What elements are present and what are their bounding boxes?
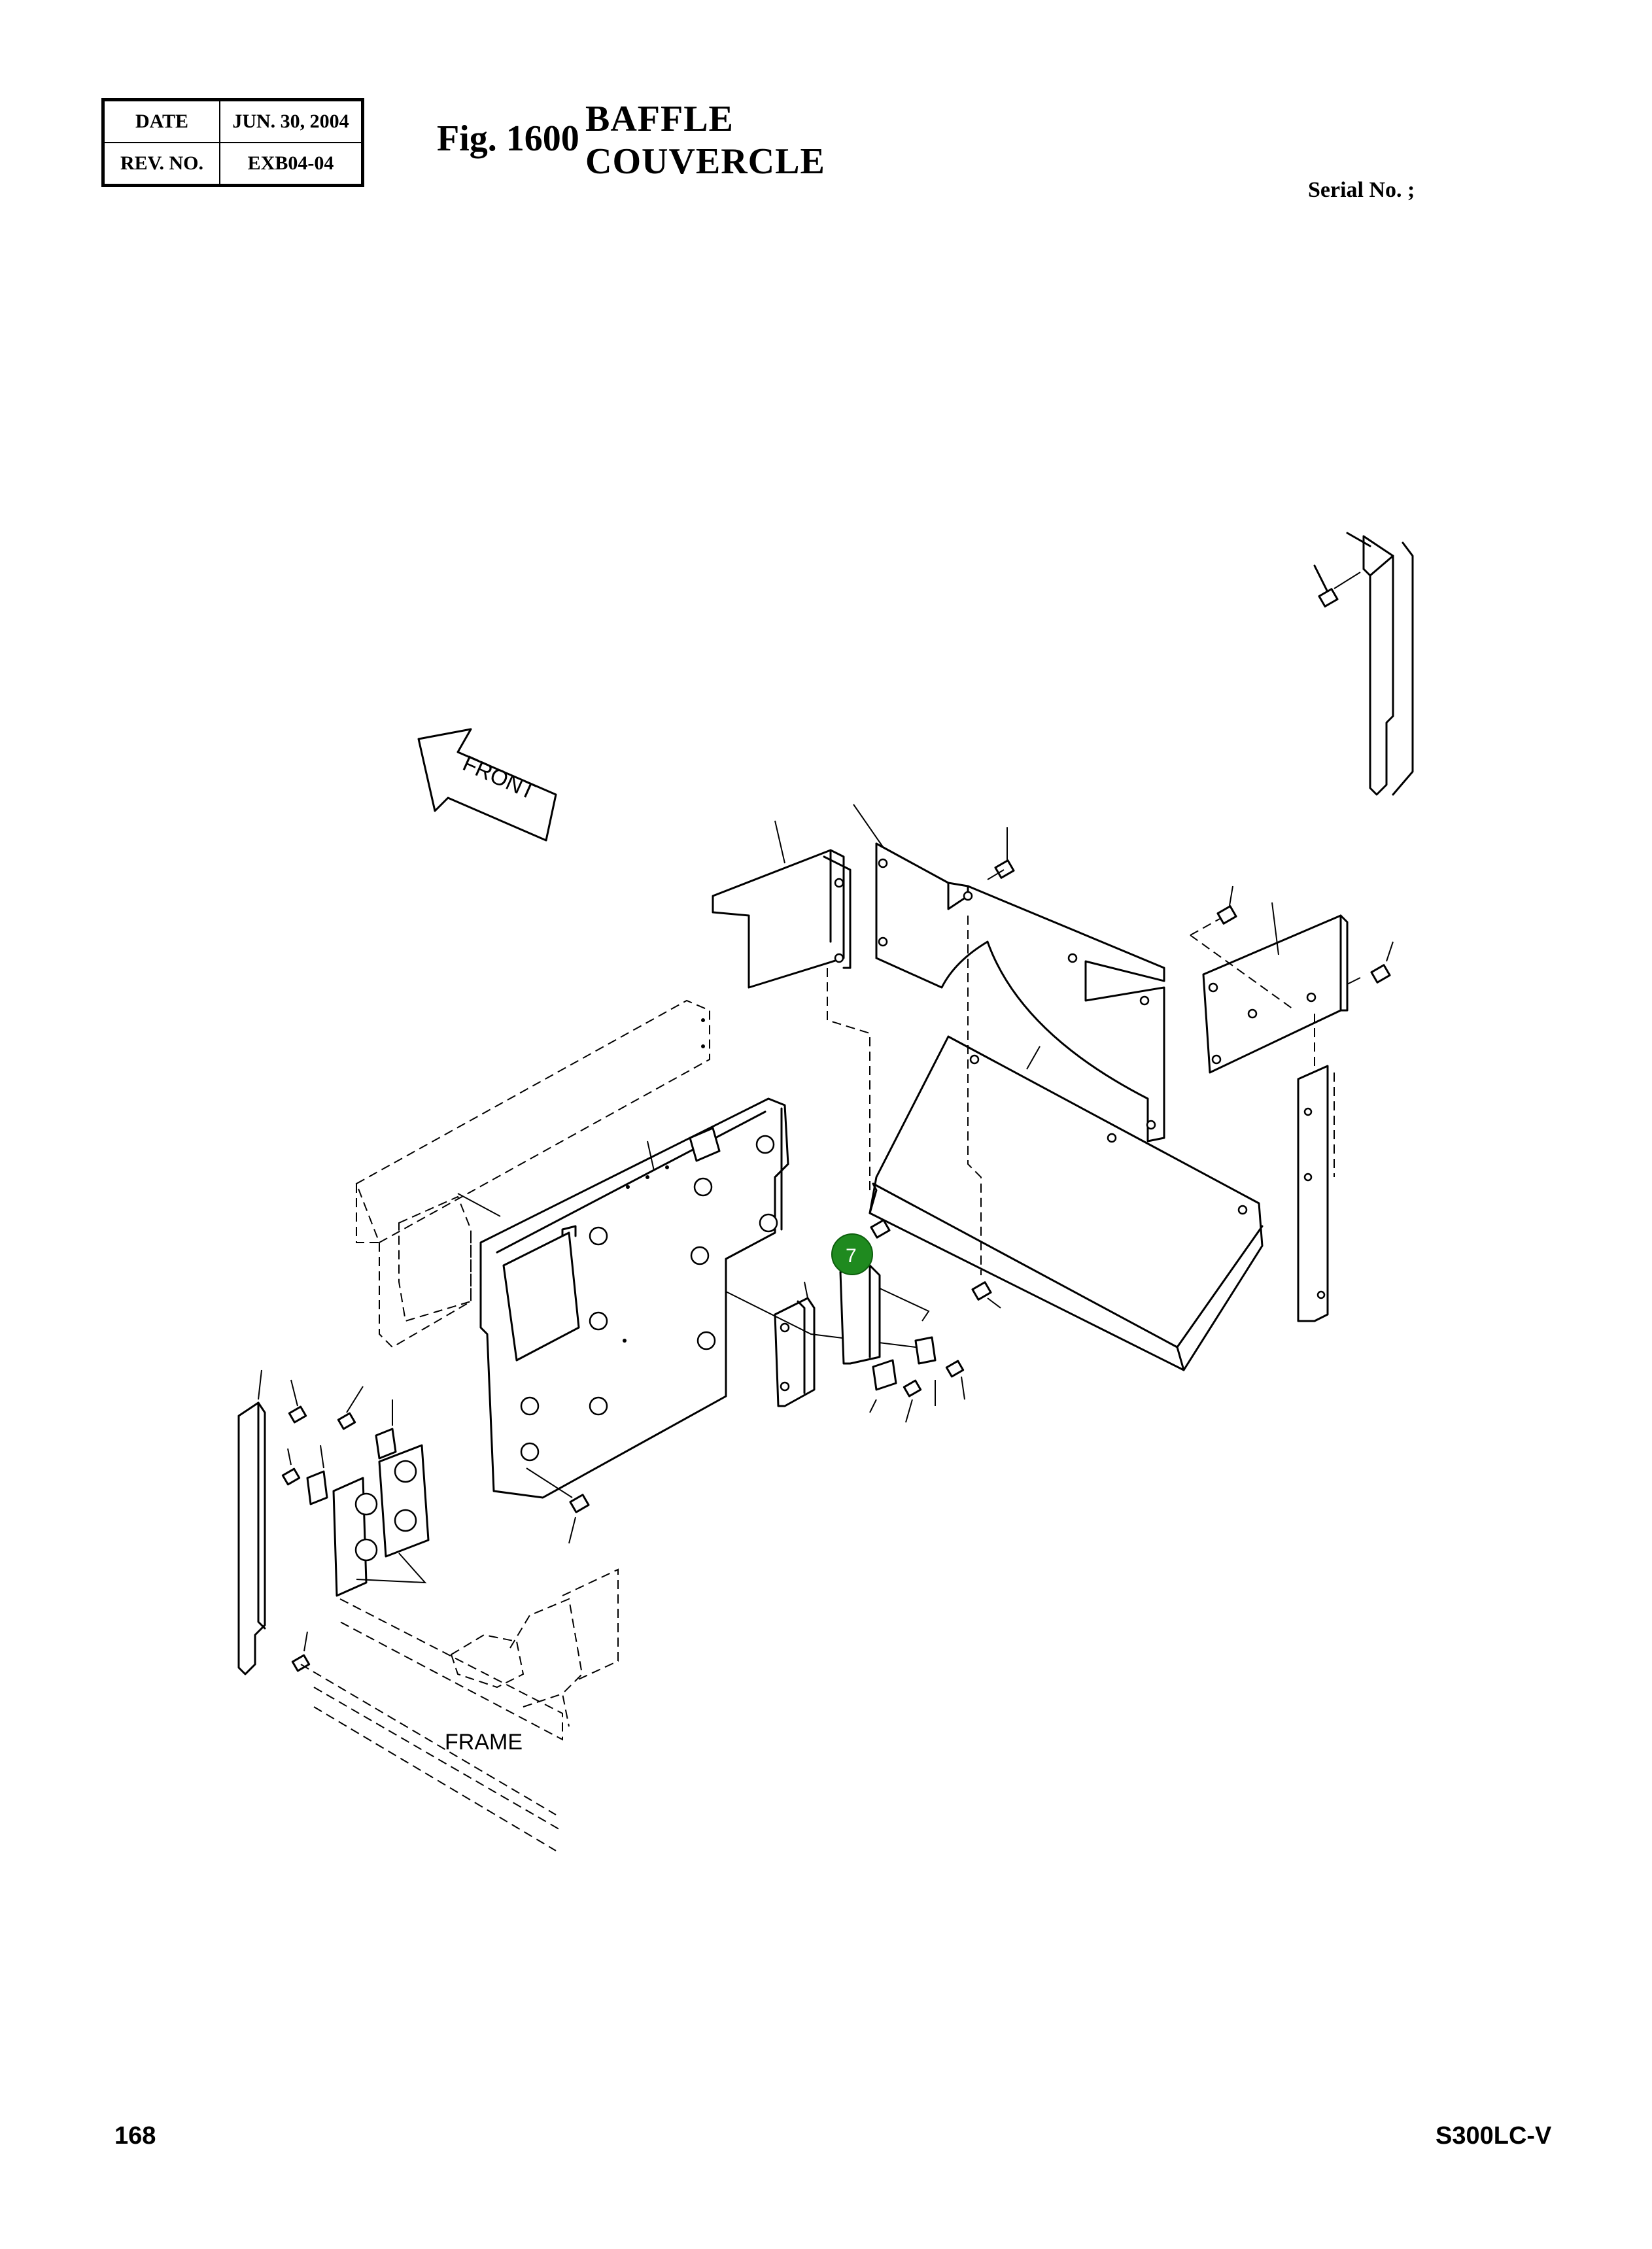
date-label: DATE — [102, 99, 220, 143]
main-large-plate — [457, 1097, 789, 1499]
guide-line-1 — [827, 968, 870, 1190]
right-lower-vertical-post — [1297, 1065, 1335, 1322]
title-english: BAFFLE — [585, 99, 734, 139]
rev-label: REV. NO. — [102, 142, 220, 186]
clamps-left — [306, 1399, 430, 1597]
front-arrow: FRONT — [417, 728, 557, 842]
title-french: COUVERCLE — [585, 141, 825, 182]
center-upright-bracket — [839, 1264, 930, 1365]
right-vertical-post — [1313, 532, 1414, 796]
model-number: S300LC-V — [1436, 2122, 1552, 2150]
bolt-tray-mid — [971, 1281, 1001, 1309]
bolt-right-plate-top — [1216, 885, 1237, 925]
long-tray — [869, 1035, 1264, 1371]
left-vertical-post — [237, 1369, 266, 1675]
central-curved-baffle — [853, 804, 1165, 1142]
frame-rail-upper — [355, 999, 710, 1348]
small-clips-center — [869, 1336, 965, 1423]
bolt-main-plate — [526, 1468, 590, 1544]
bolt-top-right — [1318, 572, 1361, 608]
callout-7[interactable]: 7 — [831, 1233, 873, 1275]
page-number: 168 — [114, 2122, 156, 2150]
rev-value: EXB04-04 — [219, 142, 364, 186]
center-clamp-bracket — [725, 1281, 916, 1407]
bolt-tray-left — [870, 1219, 891, 1239]
guide-line-2 — [967, 916, 982, 1275]
revision-table: DATE JUN. 30, 2004 REV. NO. EXB04-04 — [101, 98, 364, 187]
bolt-right-plate-side — [1347, 941, 1394, 985]
upper-left-bracket — [712, 820, 852, 989]
right-side-plate — [1190, 902, 1349, 1074]
callout-number: 7 — [846, 1245, 857, 1267]
bolts-left-group — [281, 1379, 364, 1672]
bolt-top-center — [987, 827, 1015, 880]
figure-number: Fig. 1600 — [437, 118, 579, 159]
date-value: JUN. 30, 2004 — [219, 99, 364, 143]
frame-label: FRAME — [445, 1730, 523, 1755]
serial-number-label: Serial No. ; — [1308, 178, 1415, 202]
frame-lower: FRAME — [300, 1568, 619, 1851]
